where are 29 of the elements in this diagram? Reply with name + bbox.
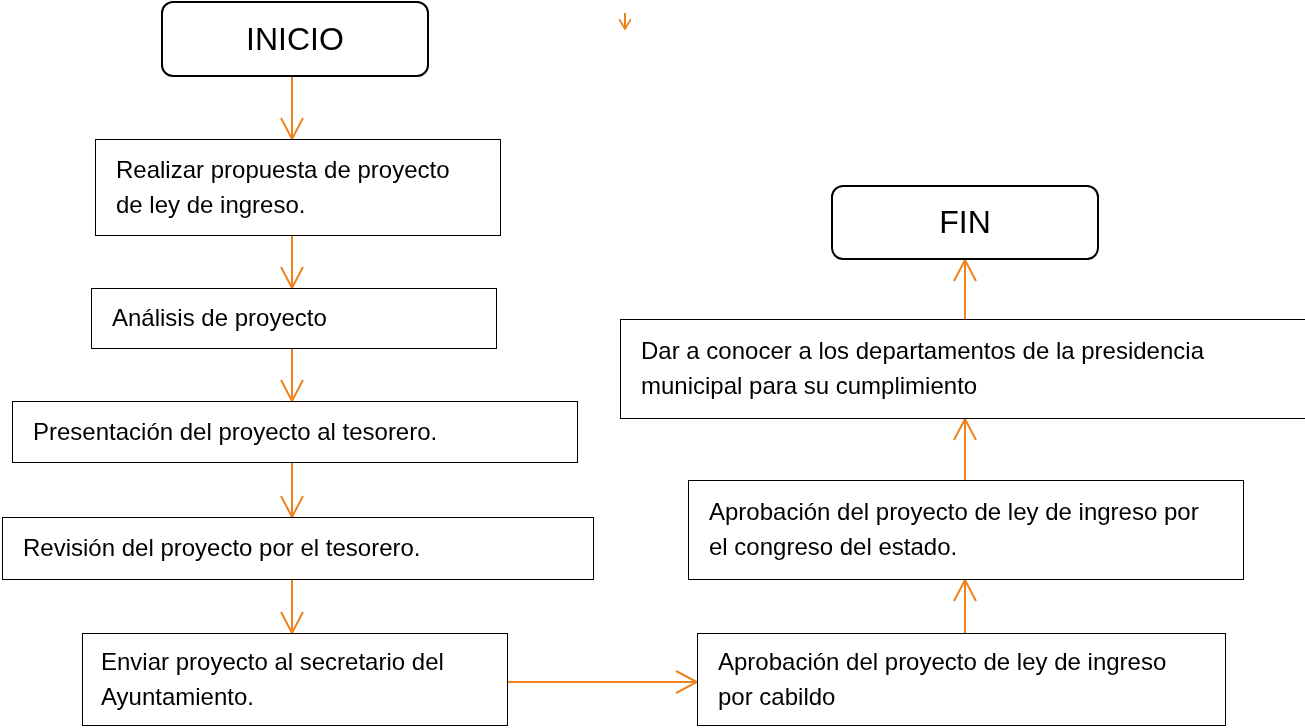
- terminal-box: [161, 1, 429, 77]
- step-text: Análisis de proyecto: [112, 303, 327, 334]
- arrow: [280, 579, 304, 634]
- arrow: [507, 670, 698, 694]
- process-box: [688, 480, 1244, 580]
- process-box: [697, 633, 1226, 726]
- process-box: [82, 633, 508, 726]
- step-text: Realizar propuesta de proyecto de ley de ingreso.: [116, 154, 451, 220]
- process-box: [12, 401, 578, 463]
- process-box: [91, 288, 497, 349]
- step-text: Aprobación del proyecto de ley de ingreso por el congreso del estado.: [709, 497, 1200, 562]
- step-text: Presentación del proyecto al tesorero.: [33, 416, 438, 447]
- step-text: Aprobación del proyecto de ley de ingreso por cabildo: [718, 646, 1168, 712]
- step-text: Revisión del proyecto por el tesorero.: [23, 533, 421, 564]
- terminal-box: [831, 185, 1099, 260]
- arrow: [280, 235, 304, 289]
- process-box: [2, 517, 594, 580]
- arrow: [280, 76, 304, 140]
- step-text: INICIO: [246, 19, 344, 59]
- step-text: Dar a conocer a los departamentos de la presidencia municipal para su cumplimiento: [641, 336, 1205, 401]
- process-box: [95, 139, 501, 236]
- arrow: [953, 259, 977, 320]
- arrow: [280, 348, 304, 402]
- arrow: [280, 462, 304, 518]
- arrow: [953, 579, 977, 634]
- arrow: [953, 418, 977, 481]
- step-text: Enviar proyecto al secretario del Ayuntamiento.: [101, 646, 445, 712]
- process-box: [620, 319, 1305, 419]
- step-text: FIN: [939, 203, 991, 243]
